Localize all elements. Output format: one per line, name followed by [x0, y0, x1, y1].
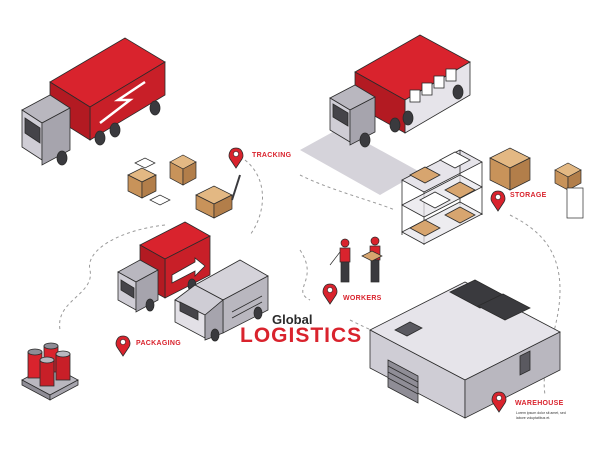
van-icon — [174, 259, 269, 342]
warehouse-description: Lorem ipsum dolor sit amet, sed labore v… — [516, 411, 566, 420]
packaging-label: PACKAGING — [136, 340, 181, 347]
barrel-icon — [21, 342, 79, 401]
workers-label: WORKERS — [343, 295, 382, 302]
truck-icon — [117, 221, 211, 313]
warehouse-icon — [369, 279, 561, 419]
warehouse-label: WAREHOUSE — [515, 400, 564, 407]
truck-icon — [300, 34, 471, 195]
page-title: LOGISTICS — [240, 324, 363, 347]
truck-icon — [21, 37, 166, 166]
box-icon — [127, 154, 241, 219]
map-pin-icon — [228, 147, 244, 169]
worker-icon — [329, 236, 383, 283]
box-icon — [489, 147, 584, 219]
map-pin-icon — [115, 335, 131, 357]
shelf-icon — [401, 149, 483, 245]
map-pin-icon — [491, 391, 507, 413]
tracking-label: TRACKING — [252, 152, 292, 159]
title-small: Global — [272, 312, 313, 327]
storage-label: STORAGE — [510, 192, 547, 199]
map-pin-icon — [490, 190, 506, 212]
map-pin-icon — [322, 283, 338, 305]
